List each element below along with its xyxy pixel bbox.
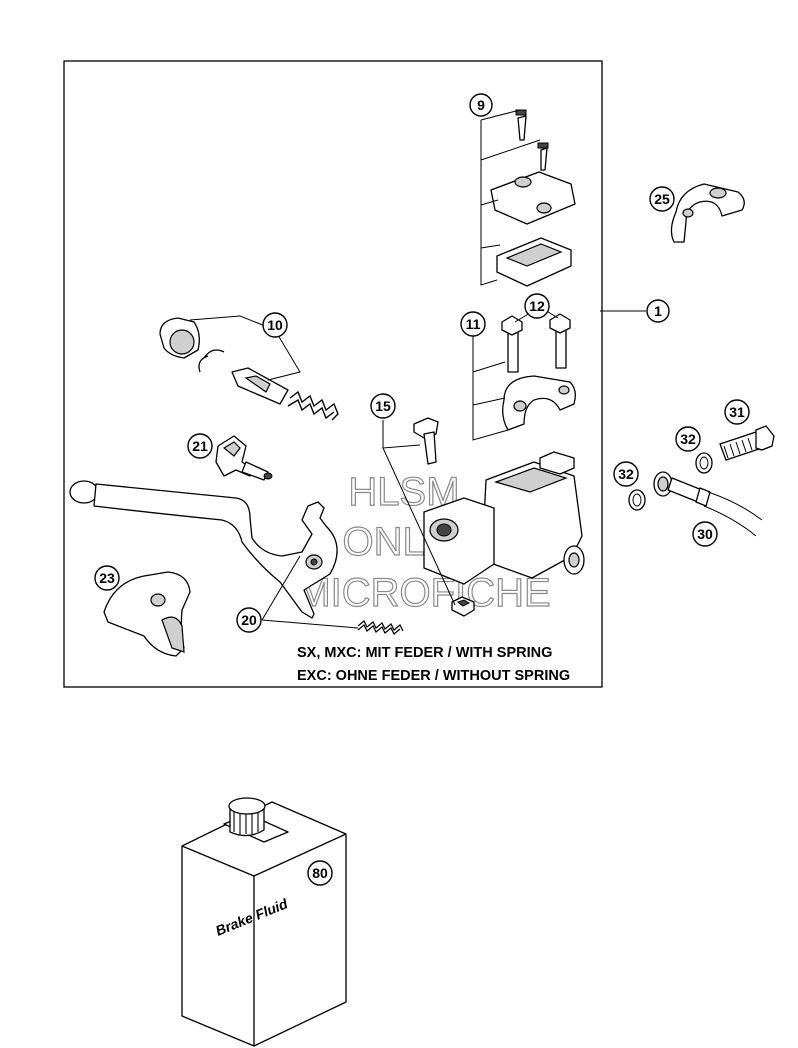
callout-21-label: 21 <box>192 438 208 454</box>
part-15-pivot-bolt <box>413 417 475 617</box>
callout-9[interactable]: 9 <box>469 93 493 117</box>
callout-23-label: 23 <box>99 570 115 586</box>
callout-1[interactable]: 1 <box>646 299 670 323</box>
callout-30-label: 30 <box>697 526 713 542</box>
assembly-frame <box>63 60 603 688</box>
callout-20-label: 20 <box>241 612 257 628</box>
callout-25[interactable]: 25 <box>649 186 675 212</box>
callout-30[interactable]: 30 <box>692 521 718 547</box>
callout-21[interactable]: 21 <box>187 433 213 459</box>
callout-20[interactable]: 20 <box>236 607 262 633</box>
callout-32-lower-label: 32 <box>618 466 634 482</box>
part-9-reservoir-cover-set <box>490 109 576 287</box>
callout-10[interactable]: 10 <box>262 312 288 338</box>
callout-32-upper-label: 32 <box>680 431 696 447</box>
callout-11-label: 11 <box>466 316 481 332</box>
callout-25-label: 25 <box>654 191 670 207</box>
callout-15[interactable]: 15 <box>370 393 396 419</box>
callout-15-label: 15 <box>375 398 391 414</box>
callout-9-label: 9 <box>477 97 485 113</box>
callout-31[interactable]: 31 <box>724 399 750 425</box>
part-25-handlebar-clamp <box>670 183 745 243</box>
callout-31-label: 31 <box>729 404 745 420</box>
part-1-master-cylinder <box>423 451 585 585</box>
callout-32-upper[interactable]: 32 <box>675 426 701 452</box>
callout-1-label: 1 <box>654 303 662 319</box>
part-11-12-bolts-and-clamp <box>501 313 576 431</box>
part-10-piston-kit <box>159 317 339 421</box>
part-23-lever-guard <box>103 571 191 657</box>
callout-23[interactable]: 23 <box>94 565 120 591</box>
part-30-31-32-brake-line <box>628 425 775 537</box>
watermark-line3: MICROFICHE <box>297 571 550 615</box>
callout-11[interactable]: 11 <box>460 311 486 337</box>
note-without-spring: EXC: OHNE FEDER / WITHOUT SPRING <box>297 668 570 684</box>
callout-32-lower[interactable]: 32 <box>613 461 639 487</box>
note-with-spring: SX, MXC: MIT FEDER / WITH SPRING <box>297 645 552 661</box>
callout-80-label: 80 <box>312 865 328 881</box>
callout-80[interactable]: 80 <box>307 860 333 886</box>
callout-12-label: 12 <box>529 298 545 314</box>
watermark: HLSM ONLINE MICROFICHE <box>297 469 552 615</box>
part-80-brake-fluid-bottle: Brake Fluid <box>181 797 347 1047</box>
part-20-lever <box>69 480 404 635</box>
callout-12[interactable]: 12 <box>524 293 550 319</box>
callout-10-label: 10 <box>267 317 283 333</box>
part-21-adjuster <box>215 435 273 481</box>
